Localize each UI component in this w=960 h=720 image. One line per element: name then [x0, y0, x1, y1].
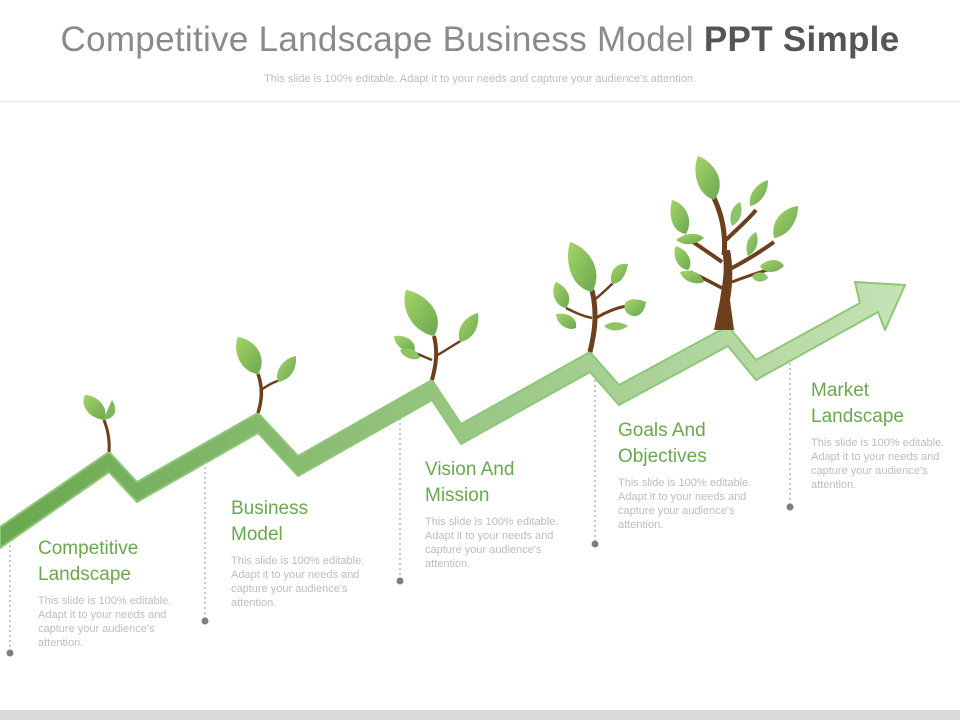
- slide-subtitle: This slide is 100% editable. Adapt it to…: [264, 73, 696, 85]
- connector-lines: [9, 358, 791, 652]
- step-description: This slide is 100% editable. Adapt it to…: [618, 477, 752, 531]
- connector-dots: [6, 503, 794, 657]
- connector-dot-1: [6, 649, 14, 657]
- slide-title: Competitive Landscape Business Model PPT…: [0, 20, 960, 60]
- step-description: This slide is 100% editable. Adapt it to…: [38, 595, 172, 649]
- zigzag-arrow: [0, 281, 906, 549]
- header-divider: [0, 101, 960, 102]
- step-description: This slide is 100% editable. Adapt it to…: [231, 555, 365, 609]
- step-description: This slide is 100% editable. Adapt it to…: [811, 437, 945, 491]
- connector-dot-5: [786, 503, 794, 511]
- sprout-icon-4: [553, 242, 646, 353]
- connector-dot-3: [396, 577, 404, 585]
- sprout-icon-1: [83, 395, 116, 453]
- tree-icon: [670, 156, 798, 330]
- title-bold: PPT Simple: [703, 20, 900, 59]
- title-main: Competitive Landscape Business Model: [60, 20, 704, 59]
- sprout-icon-2: [236, 337, 297, 414]
- step-description: This slide is 100% editable. Adapt it to…: [425, 516, 559, 570]
- footer-bar: [0, 710, 960, 720]
- connector-dot-2: [201, 617, 209, 625]
- sprout-icon-3: [394, 290, 479, 381]
- connector-dot-4: [591, 540, 599, 548]
